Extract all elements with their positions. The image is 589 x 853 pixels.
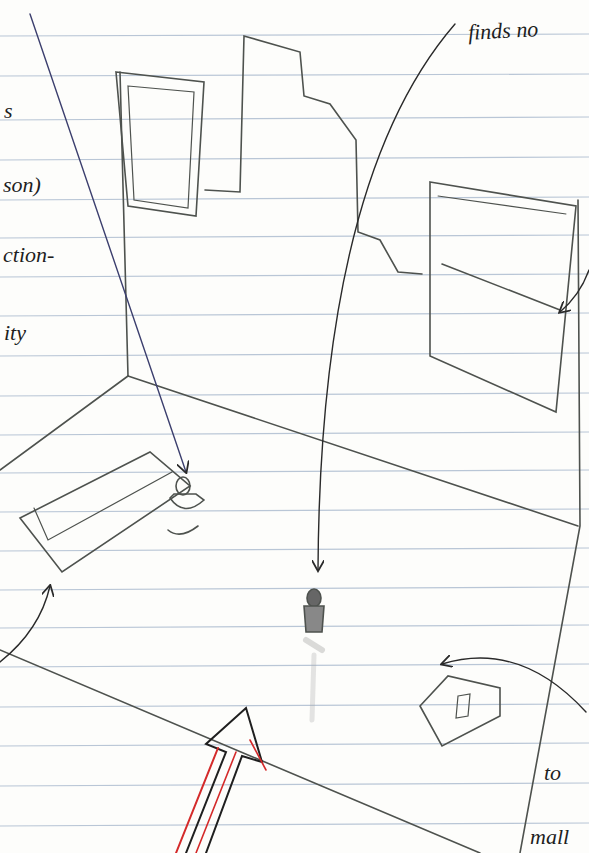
wall-outline (205, 36, 422, 274)
note-text: ction- (3, 244, 54, 266)
shelf-unit (430, 182, 576, 412)
floor-edge (0, 376, 128, 470)
note-text: son) (3, 174, 41, 196)
wall-corner (120, 72, 128, 376)
shelf (438, 196, 566, 214)
seated-person (168, 477, 204, 534)
sofa (20, 452, 190, 572)
leader-arrow (442, 658, 586, 712)
leader-arrow (560, 270, 589, 312)
window (116, 72, 204, 216)
sofa (34, 472, 172, 540)
floor-edge (0, 650, 480, 853)
leader-arrow (318, 24, 455, 570)
floor-edge (128, 376, 578, 526)
standing-person (304, 589, 324, 720)
shelf (442, 264, 560, 310)
note-text: to (544, 762, 561, 784)
box-object (420, 676, 500, 746)
leader-arrow (0, 586, 50, 662)
entry-arrow (176, 708, 266, 853)
note-text: finds no (467, 18, 538, 44)
window (128, 86, 194, 208)
note-text: mall (530, 826, 569, 848)
note-text: s (4, 100, 13, 122)
note-text: ity (4, 322, 26, 344)
leader-arrow (30, 14, 186, 472)
box-object (456, 694, 470, 718)
